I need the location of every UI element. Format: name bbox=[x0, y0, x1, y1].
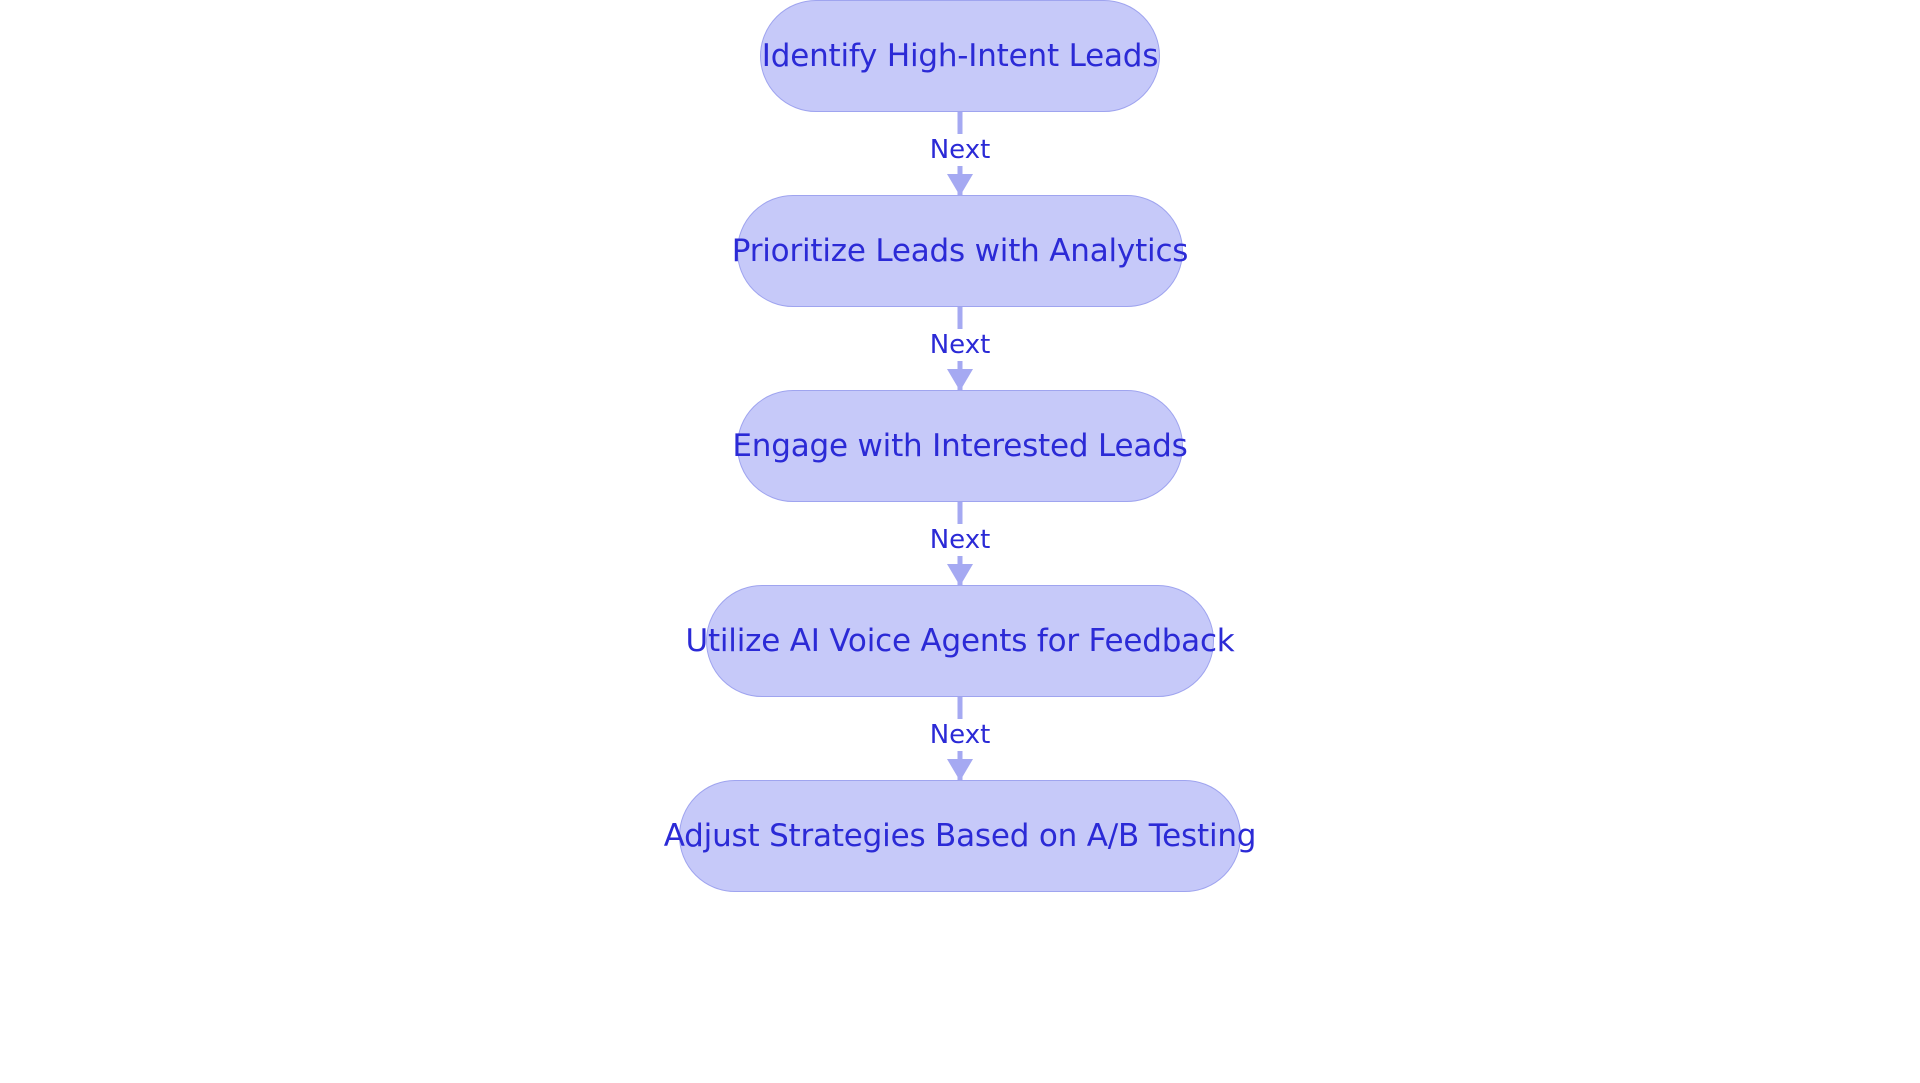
flowchart-node-identify-high-intent-leads[interactable]: Identify High-Intent Leads bbox=[760, 0, 1160, 112]
arrow-head-icon bbox=[947, 564, 973, 586]
flowchart-node-label: Utilize AI Voice Agents for Feedback bbox=[685, 622, 1235, 659]
arrow-head-icon bbox=[947, 174, 973, 196]
edge-label-next: Next bbox=[920, 718, 1000, 751]
flowchart-edge-2: Next bbox=[880, 307, 1040, 391]
arrow-head-icon bbox=[947, 369, 973, 391]
flowchart-edge-3: Next bbox=[880, 502, 1040, 586]
flowchart-edge-4: Next bbox=[880, 697, 1040, 781]
flowchart-node-engage-with-interested-leads[interactable]: Engage with Interested Leads bbox=[732, 390, 1188, 502]
edge-label-next: Next bbox=[920, 328, 1000, 361]
flowchart-node-label: Identify High-Intent Leads bbox=[761, 37, 1159, 74]
flowchart-node-label: Prioritize Leads with Analytics bbox=[731, 232, 1189, 269]
edge-label-next: Next bbox=[920, 133, 1000, 166]
flowchart-node-adjust-strategies-based-on-ab-testing[interactable]: Adjust Strategies Based on A/B Testing bbox=[664, 780, 1256, 892]
flowchart-node-label: Engage with Interested Leads bbox=[732, 427, 1188, 464]
arrow-head-icon bbox=[947, 759, 973, 781]
flowchart-node-prioritize-leads-with-analytics[interactable]: Prioritize Leads with Analytics bbox=[732, 195, 1188, 307]
flowchart-node-label: Adjust Strategies Based on A/B Testing bbox=[663, 817, 1257, 854]
flowchart-edge-1: Next bbox=[880, 112, 1040, 196]
flowchart-node-utilize-ai-voice-agents-for-feedback[interactable]: Utilize AI Voice Agents for Feedback bbox=[685, 585, 1235, 697]
edge-label-next: Next bbox=[920, 523, 1000, 556]
